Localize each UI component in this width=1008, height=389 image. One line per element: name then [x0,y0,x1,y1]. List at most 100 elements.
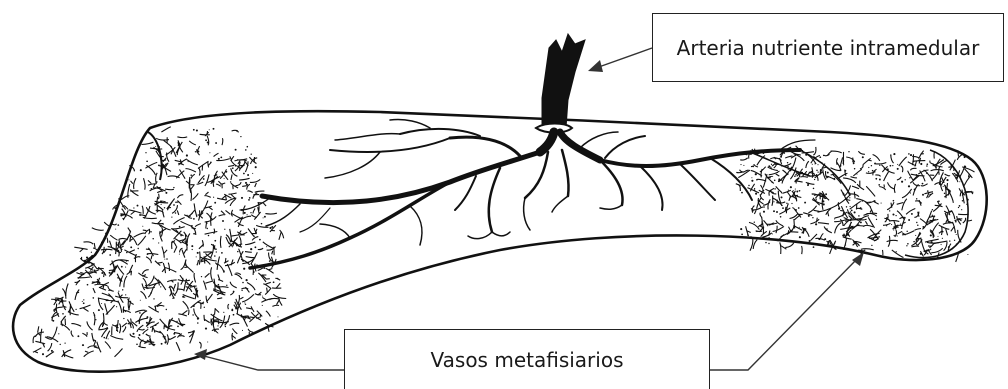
stipple-dot [771,164,772,165]
stipple-dot [163,336,165,338]
stipple-dot [748,185,749,186]
stipple-dot [868,167,869,168]
stipple-dot [943,186,944,187]
stipple-dot [894,235,895,236]
trabecula-stroke [192,228,196,229]
stipple-dot [164,259,165,260]
stipple-dot [128,179,129,180]
stipple-dot [246,184,248,186]
stipple-dot [169,287,170,288]
trabecula-stroke [92,228,104,231]
stipple-dot [795,209,797,211]
stipple-dot [235,149,237,151]
stipple-dot [246,214,247,215]
stipple-dot [846,206,847,207]
stipple-dot [120,214,122,216]
stipple-dot [822,200,824,202]
stipple-dot [862,156,864,158]
stipple-dot [277,278,279,280]
stipple-dot [893,153,895,155]
stipple-dot [857,174,858,175]
stipple-dot [929,160,930,161]
stipple-dot [751,177,752,178]
stipple-dot [906,245,907,246]
stipple-dot [756,179,757,180]
stipple-dot [944,193,945,194]
stipple-dot [207,142,209,144]
stipple-dot [245,149,247,151]
stipple-dot [75,309,76,310]
stipple-dot [819,156,821,158]
stipple-dot [876,219,877,220]
nutrient-artery-trunk [542,34,585,128]
stipple-dot [813,246,815,248]
stipple-dot [967,199,969,201]
stipple-dot [155,146,156,147]
stipple-dot [823,155,825,157]
stipple-dot [781,205,782,206]
stipple-dot [222,220,224,222]
stipple-dot [247,174,249,176]
stipple-dot [94,269,96,271]
stipple-dot [812,217,813,218]
stipple-dot [900,223,901,224]
stipple-dot [190,174,192,176]
stipple-dot [754,189,756,191]
stipple-dot [109,272,111,274]
stipple-dot [858,215,860,217]
stipple-dot [160,286,161,287]
stipple-dot [263,217,264,218]
stipple-dot [799,236,801,238]
trabecula-stroke [245,252,252,253]
stipple-dot [171,217,172,218]
stipple-dot [108,338,109,339]
artery-arrowhead [588,60,603,72]
stipple-dot [133,207,134,208]
stipple-dot [813,188,815,190]
stipple-dot [956,243,957,244]
stipple-dot [83,299,84,300]
stipple-dot [232,167,234,169]
trabecula-stroke [164,325,165,329]
trabecula-stroke [189,177,190,189]
stipple-dot [910,192,911,193]
stipple-dot [230,181,231,182]
stipple-dot [740,164,741,165]
stipple-dot [233,314,235,316]
stipple-dot [750,236,752,238]
stipple-dot [915,235,916,236]
stipple-dot [834,248,836,250]
stipple-dot [92,297,94,299]
stipple-dot [891,224,892,225]
trabecula-stroke [274,247,275,255]
stipple-dot [854,168,855,169]
stipple-dot [915,174,917,176]
stipple-dot [751,180,753,182]
stipple-dot [852,160,853,161]
stipple-dot [926,172,928,174]
stipple-dot [874,162,876,164]
stipple-dot [816,170,817,171]
stipple-dot [780,245,781,246]
stipple-dot [158,242,159,243]
stipple-dot [823,203,825,205]
trabecula-stroke [232,333,233,340]
trabecula-stroke [802,246,803,254]
stipple-dot [83,302,85,304]
stipple-dot [231,309,233,311]
stipple-dot [959,181,960,182]
stipple-dot [122,275,123,276]
stipple-dot [213,197,214,198]
trabecula-stroke [103,313,104,326]
stipple-dot [812,193,813,194]
stipple-dot [192,332,194,334]
stipple-dot [269,227,271,229]
stipple-dot [207,228,208,229]
trabecula-stroke [143,230,147,231]
stipple-dot [192,314,193,315]
stipple-dot [922,194,924,196]
stipple-dot [205,328,207,330]
stipple-dot [195,151,196,152]
stipple-dot [910,154,912,156]
stipple-dot [216,251,217,252]
